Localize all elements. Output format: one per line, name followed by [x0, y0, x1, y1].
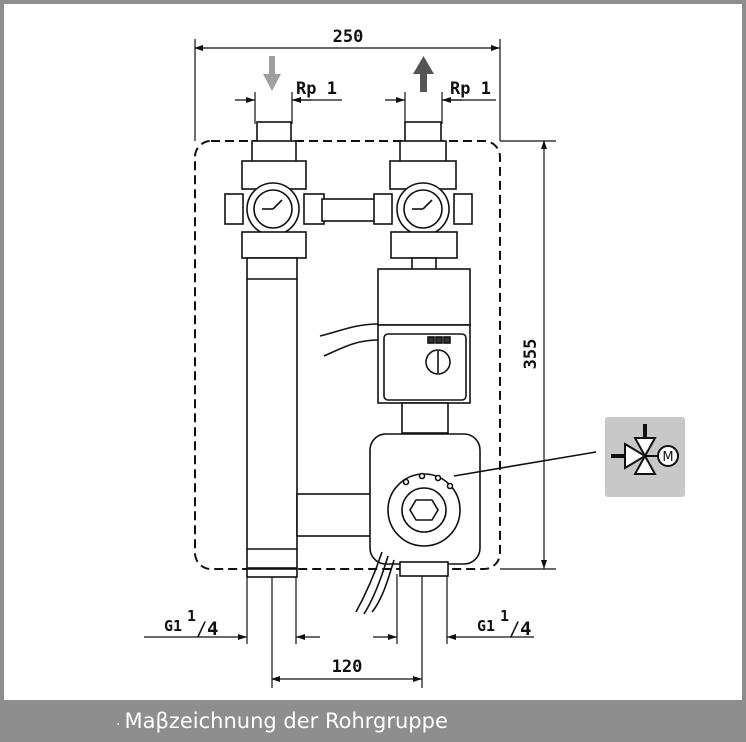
- svg-text:4: 4: [520, 618, 531, 640]
- flow-out-arrow-icon: [413, 56, 434, 92]
- valve-motor-letter: M: [662, 450, 673, 465]
- mixing-valve-actuator: [355, 433, 597, 615]
- dim-pipe-spacing: 120: [332, 657, 363, 677]
- svg-text:4: 4: [207, 618, 218, 640]
- dim-connection-bottom-right: G1 1 / 4: [477, 607, 531, 640]
- caption-number: .: [116, 713, 121, 729]
- bypass-pipe: [296, 198, 379, 537]
- circulation-pump: [319, 268, 471, 434]
- left-pipe-assembly: [224, 121, 325, 578]
- svg-text:/: /: [196, 618, 207, 640]
- flow-in-arrow-icon: [263, 56, 281, 91]
- svg-text:G1: G1: [164, 617, 182, 635]
- svg-text:1: 1: [187, 607, 196, 625]
- dim-connection-top-right: Rp 1: [450, 79, 491, 99]
- dimension-lines: [144, 45, 547, 682]
- figure-caption-bar: . Maβzeichnung der Rohrgruppe: [0, 700, 746, 742]
- mixing-valve-motor-icon: M: [605, 417, 685, 497]
- svg-text:G1: G1: [477, 617, 495, 635]
- dim-connection-top-left: Rp 1: [296, 79, 337, 99]
- caption-text: Maβzeichnung der Rohrgruppe: [124, 709, 448, 733]
- dim-width-total: 250: [333, 27, 364, 47]
- insulation-outline: [194, 140, 501, 570]
- right-pipe-assembly: [373, 121, 473, 271]
- extension-lines: [194, 39, 556, 688]
- svg-text:/: /: [509, 618, 520, 640]
- technical-drawing: 250 120 355 Rp 1 Rp 1 G1 1 / 4 G1 1 / 4: [144, 27, 685, 688]
- svg-text:1: 1: [500, 607, 509, 625]
- dim-connection-bottom-left: G1 1 / 4: [164, 607, 218, 640]
- dim-height-total: 355: [521, 339, 541, 370]
